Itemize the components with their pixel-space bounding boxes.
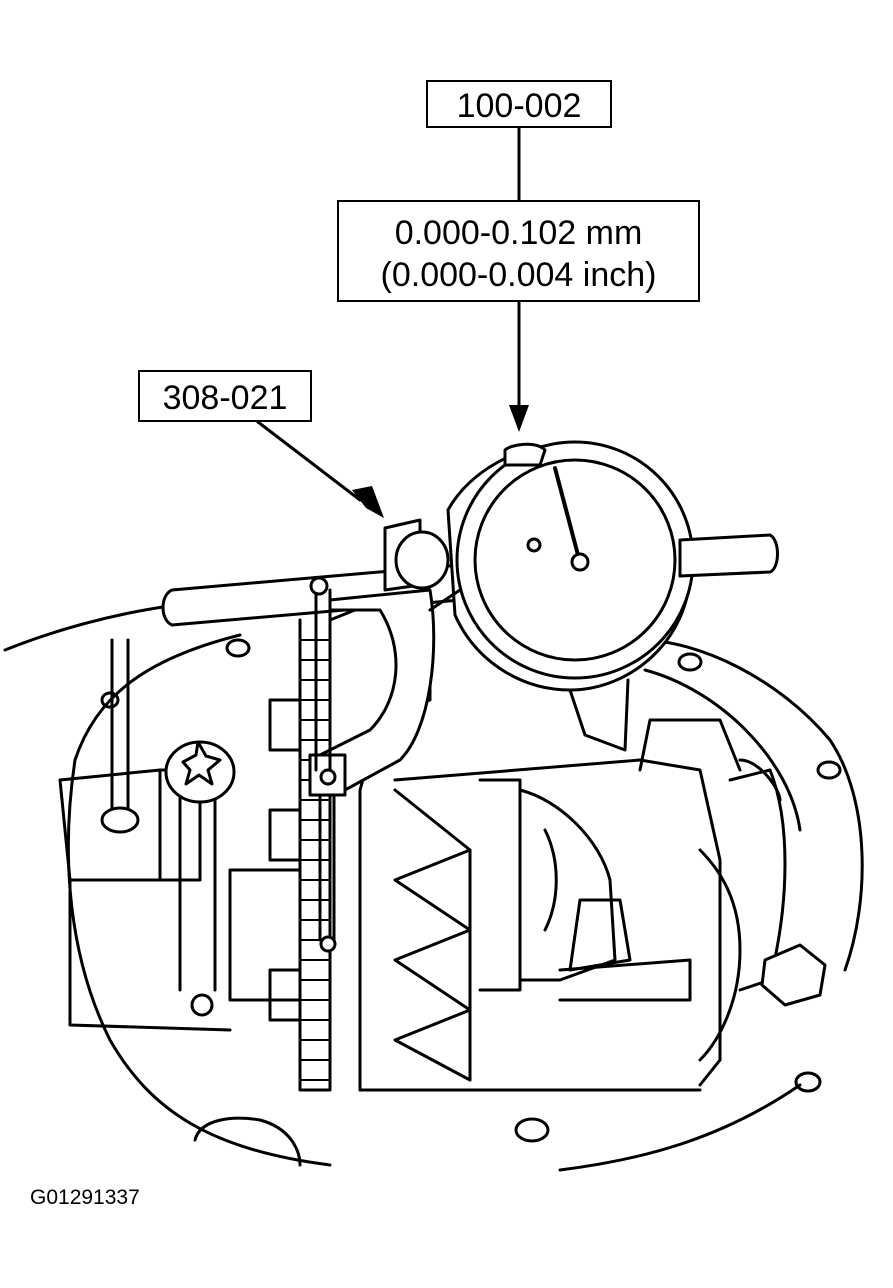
magnetic-base-arm — [161, 518, 469, 953]
spec-imperial: (0.000-0.004 inch) — [380, 256, 657, 294]
callout-dial-indicator-tool: 100-002 — [426, 80, 612, 128]
callout-runout-spec: 0.000-0.102 mm (0.000-0.004 inch) — [337, 200, 700, 302]
breather-tube — [100, 638, 140, 834]
leader-lines — [256, 126, 529, 518]
spec-metric: 0.000-0.102 mm — [394, 214, 643, 252]
bearing-cap-left — [58, 740, 302, 1032]
tool-number-100-002: 100-002 — [456, 87, 582, 125]
dial-indicator — [428, 440, 779, 752]
arrow-magnetic-base — [352, 486, 384, 518]
differential-case — [393, 718, 827, 1087]
tool-number-308-021: 308-021 — [162, 379, 288, 417]
figure-code: G01291337 — [30, 1186, 140, 1209]
arrow-dial-indicator — [509, 405, 529, 432]
callout-magnetic-base-tool: 308-021 — [138, 370, 312, 422]
housing-flange — [3, 598, 864, 1172]
